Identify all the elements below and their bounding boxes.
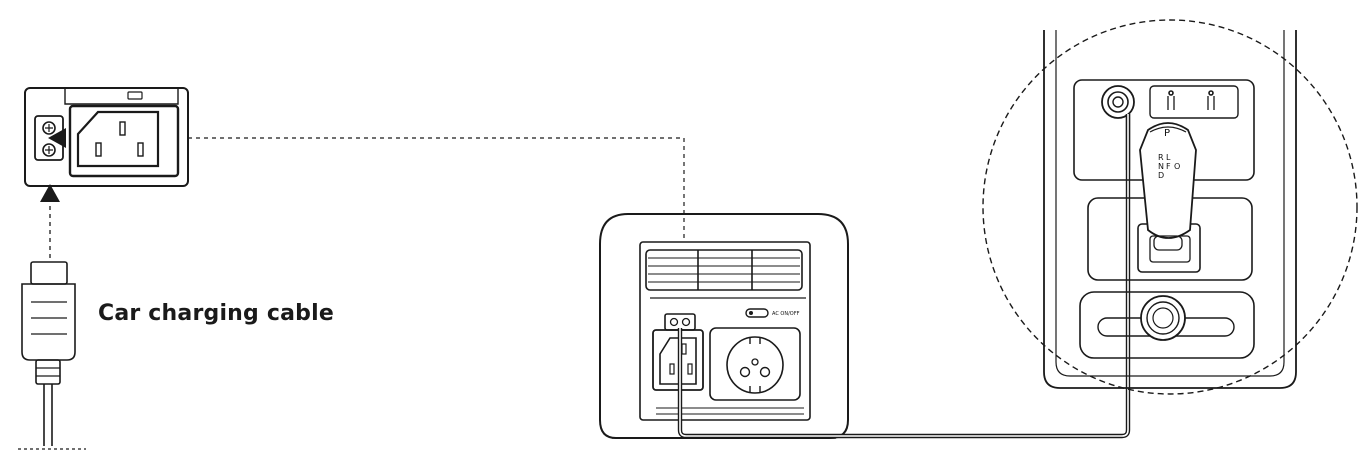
ac-switch-button: [745, 308, 769, 318]
inlet-pin: [119, 121, 126, 136]
console-outline: [1043, 30, 1297, 389]
port-indicator-arrow-icon: [48, 128, 66, 148]
ac-outlet: [709, 327, 801, 401]
screw-icon: [42, 121, 56, 135]
gear-knob: [1139, 122, 1197, 239]
gear-label: R: [1158, 153, 1164, 162]
station-inner-frame: [639, 241, 811, 421]
plug-strain-relief: [35, 359, 61, 385]
lower-panel: [1079, 291, 1255, 359]
car-console: [982, 19, 1358, 395]
cigarette-socket: [1101, 85, 1135, 119]
car-charging-cable-plug: [18, 261, 86, 450]
plug-tip: [30, 261, 68, 285]
insert-arrow-icon: [40, 184, 60, 202]
dashed-connector-line: [188, 137, 685, 240]
zoom-circle: [982, 19, 1358, 395]
gear-label: D: [1158, 171, 1164, 180]
ac-input-inset: [24, 87, 189, 187]
inset-port-recess: [68, 104, 180, 178]
socket-face: [726, 336, 784, 394]
iec-inlet-shape: [76, 110, 160, 168]
gear-label: L: [1166, 153, 1171, 162]
vent-grille: [645, 249, 803, 291]
console-button-icon: [1207, 90, 1215, 110]
gear-label-park: P: [1164, 128, 1170, 139]
ac-switch-label: AC ON/OFF: [772, 311, 800, 317]
console-button-icon: [1167, 90, 1175, 110]
inset-flap: [64, 88, 179, 105]
gear-label: O: [1174, 162, 1180, 171]
rotary-knob: [1140, 295, 1186, 341]
gear-label: F: [1166, 162, 1171, 171]
inset-frame: [24, 87, 189, 187]
plug-body: [21, 283, 76, 361]
screw-icon: [42, 143, 56, 157]
button-strip: [1149, 85, 1239, 119]
power-station: [599, 213, 849, 439]
station-dc-port: [664, 313, 696, 331]
car-charging-cable-label: Car charging cable: [98, 301, 334, 326]
inlet-pin: [137, 142, 144, 157]
cable: [43, 384, 53, 446]
gear-label: N: [1158, 162, 1164, 171]
flap-tab: [127, 91, 143, 100]
inlet-pin: [95, 142, 102, 157]
